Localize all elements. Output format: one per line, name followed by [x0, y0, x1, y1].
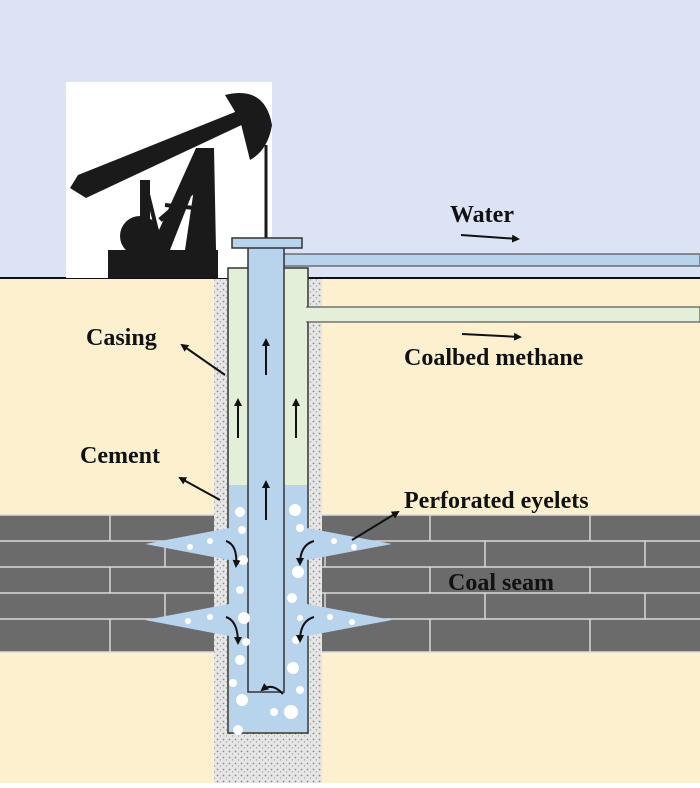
water-pipe — [283, 253, 700, 267]
perforated-eyelets — [145, 528, 392, 636]
coal-seam-layer — [0, 514, 700, 653]
tubing — [247, 245, 285, 693]
wellhead-cap — [231, 237, 303, 249]
gas-bubbles — [185, 504, 357, 735]
label-cement: Cement — [80, 443, 160, 469]
label-coal-seam: Coal seam — [448, 570, 554, 596]
label-coalbed-methane: Coalbed methane — [404, 345, 584, 371]
label-perforated-eyelets: Perforated eyelets — [404, 488, 589, 514]
pump-jack-icon — [66, 82, 272, 278]
label-casing: Casing — [86, 325, 157, 351]
label-water: Water — [450, 202, 514, 228]
flow-arrows — [178, 234, 522, 695]
coalbed-methane-pipe — [306, 306, 700, 323]
